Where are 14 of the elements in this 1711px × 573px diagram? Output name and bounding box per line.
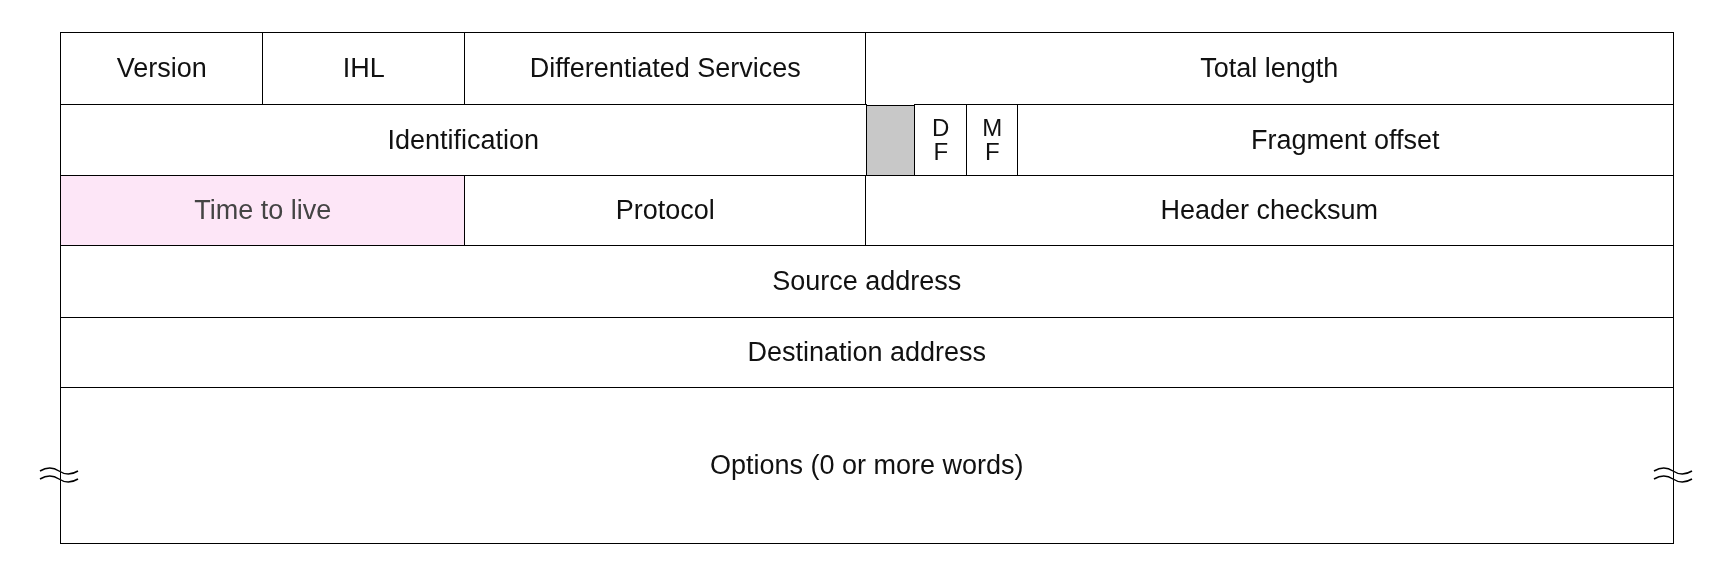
- header-field: Identification: [60, 104, 867, 177]
- header-field: Options (0 or more words): [60, 387, 1674, 544]
- header-field: Fragment offset: [1017, 104, 1674, 177]
- flag-field: M F: [966, 104, 1019, 177]
- flag-field: D F: [914, 104, 968, 177]
- header-field: Source address: [60, 245, 1674, 319]
- header-field: Total length: [865, 32, 1674, 106]
- header-field: Differentiated Services: [464, 32, 867, 106]
- header-field: Header checksum: [865, 175, 1674, 247]
- header-field: Protocol: [464, 175, 867, 247]
- header-field: IHL: [262, 32, 466, 106]
- header-field: Destination address: [60, 317, 1674, 389]
- header-field: Time to live: [60, 175, 466, 247]
- header-field: Version: [60, 32, 264, 106]
